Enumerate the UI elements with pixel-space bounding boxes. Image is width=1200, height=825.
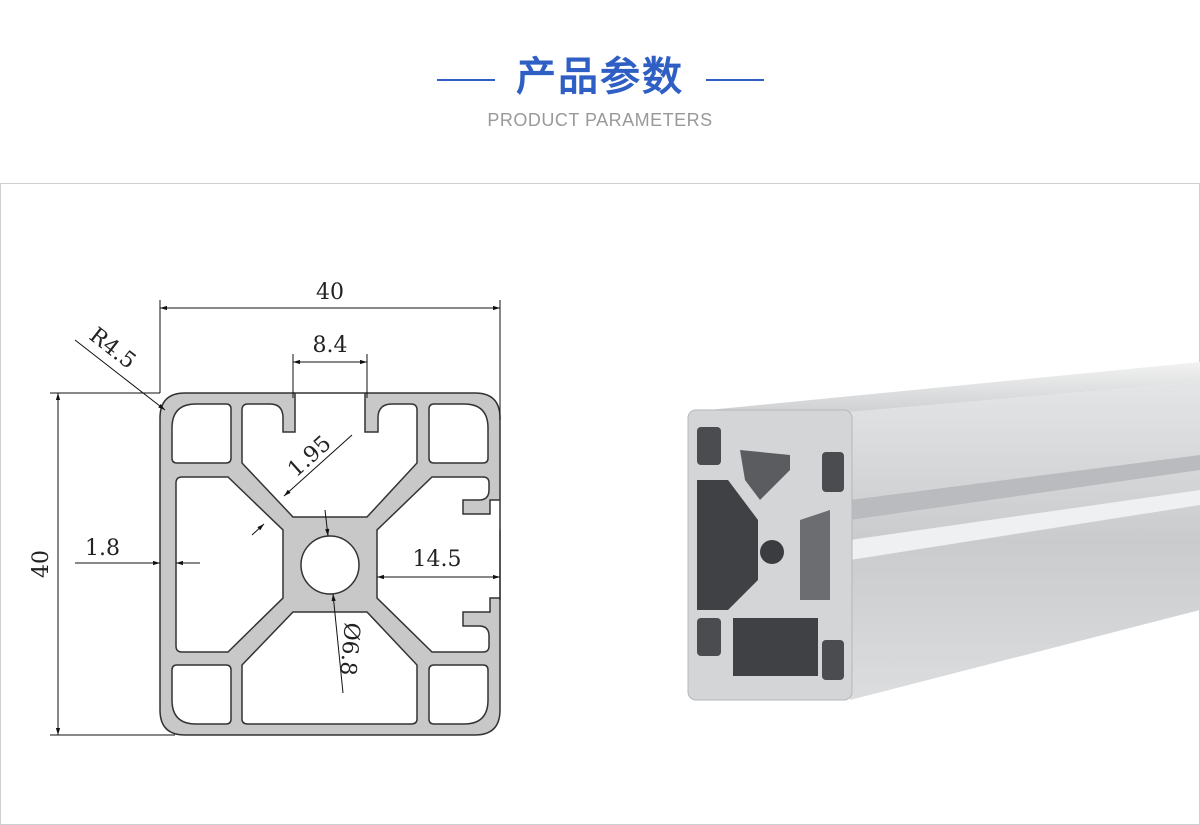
page-subtitle: PRODUCT PARAMETERS <box>487 110 713 130</box>
height-dimension: 40 <box>29 550 54 578</box>
web-thickness-dimension: 1.95 <box>283 431 336 482</box>
title-rule-left <box>437 79 495 81</box>
wall-thickness-dimension: 1.8 <box>85 536 120 561</box>
title-rule-right <box>706 79 764 81</box>
hole-diameter-dimension: Ø6.8 <box>334 621 364 676</box>
slot-depth-dimension: 14.5 <box>413 547 462 572</box>
radius-dimension: R4.5 <box>84 323 140 374</box>
profile-cross-section <box>159 392 501 736</box>
slot-dimension: 8.4 <box>313 333 348 358</box>
profile-3d-render <box>687 362 1200 701</box>
width-dimension: 40 <box>316 280 344 305</box>
page-title: 产品参数 <box>516 54 684 100</box>
